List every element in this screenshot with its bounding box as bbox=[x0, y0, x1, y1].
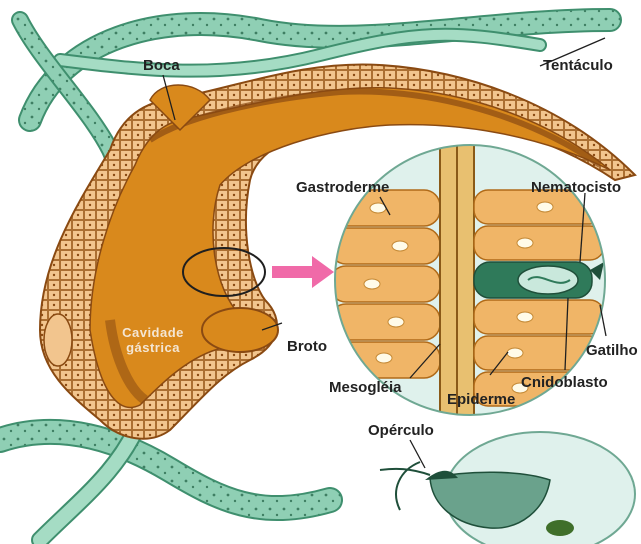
label-tentaculo: Tentáculo bbox=[543, 58, 613, 73]
label-cavidade-gastrica: Cavidade gástrica bbox=[108, 325, 198, 355]
label-mesogleia: Mesogléia bbox=[329, 380, 402, 395]
label-gastroderme: Gastroderme bbox=[296, 180, 389, 195]
label-cavidade-line1: Cavidade bbox=[108, 325, 198, 340]
label-nematocisto: Nematocisto bbox=[531, 180, 621, 195]
label-cnidoblasto: Cnidoblasto bbox=[521, 375, 608, 390]
label-operculo: Opérculo bbox=[368, 423, 434, 438]
gastroderm-cells bbox=[330, 190, 440, 378]
operculum-cell bbox=[380, 432, 635, 544]
cnidoblast bbox=[474, 262, 604, 298]
label-boca: Boca bbox=[143, 58, 180, 73]
label-cavidade-line2: gástrica bbox=[108, 340, 198, 355]
label-epiderme: Epiderme bbox=[447, 392, 515, 407]
zoom-arrow bbox=[272, 256, 334, 288]
label-gatilho: Gatilho bbox=[586, 343, 638, 358]
label-broto: Broto bbox=[287, 339, 327, 354]
